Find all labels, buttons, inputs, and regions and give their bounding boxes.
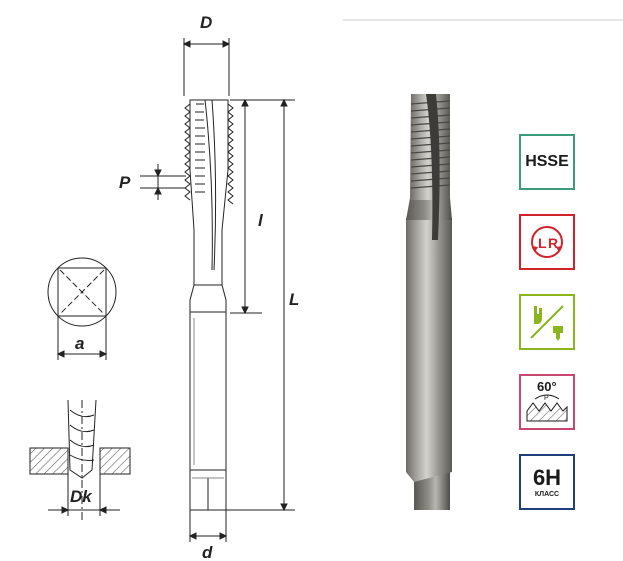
material-badge: HSSE: [519, 134, 575, 190]
dim-label-d: d: [202, 543, 213, 561]
dim-label-l: l: [258, 211, 264, 230]
tap-photo: [406, 94, 452, 510]
direction-badge: L R: [519, 214, 575, 270]
square-section-drawing: [47, 257, 117, 360]
drill-hole-drawing: [29, 399, 131, 520]
tolerance-class-value: 6H: [532, 464, 562, 490]
tolerance-class-label: КЛАСС: [534, 490, 560, 498]
thread-pitch-label: P: [544, 395, 549, 402]
dim-label-Dk: Dk: [70, 487, 93, 506]
material-badge-text: HSSE: [525, 153, 569, 170]
direction-right-label: R: [548, 235, 558, 251]
tolerance-badge: 6H КЛАСС: [519, 454, 575, 510]
direction-left-label: L: [538, 235, 547, 251]
hand-and-machine-icon: [530, 305, 564, 341]
dim-label-P: P: [119, 173, 131, 192]
tap-drawing: [140, 38, 295, 542]
thread-angle-badge: 60° P: [519, 374, 575, 430]
usage-badge: [519, 294, 575, 350]
left-right-rotation-icon: L R: [531, 226, 563, 258]
thread-angle-label: 60°: [537, 379, 557, 394]
thread-profile-icon: 60° P: [526, 379, 568, 422]
dim-label-L: L: [289, 290, 299, 309]
dim-label-D: D: [200, 13, 212, 32]
dim-label-a: a: [75, 334, 84, 353]
